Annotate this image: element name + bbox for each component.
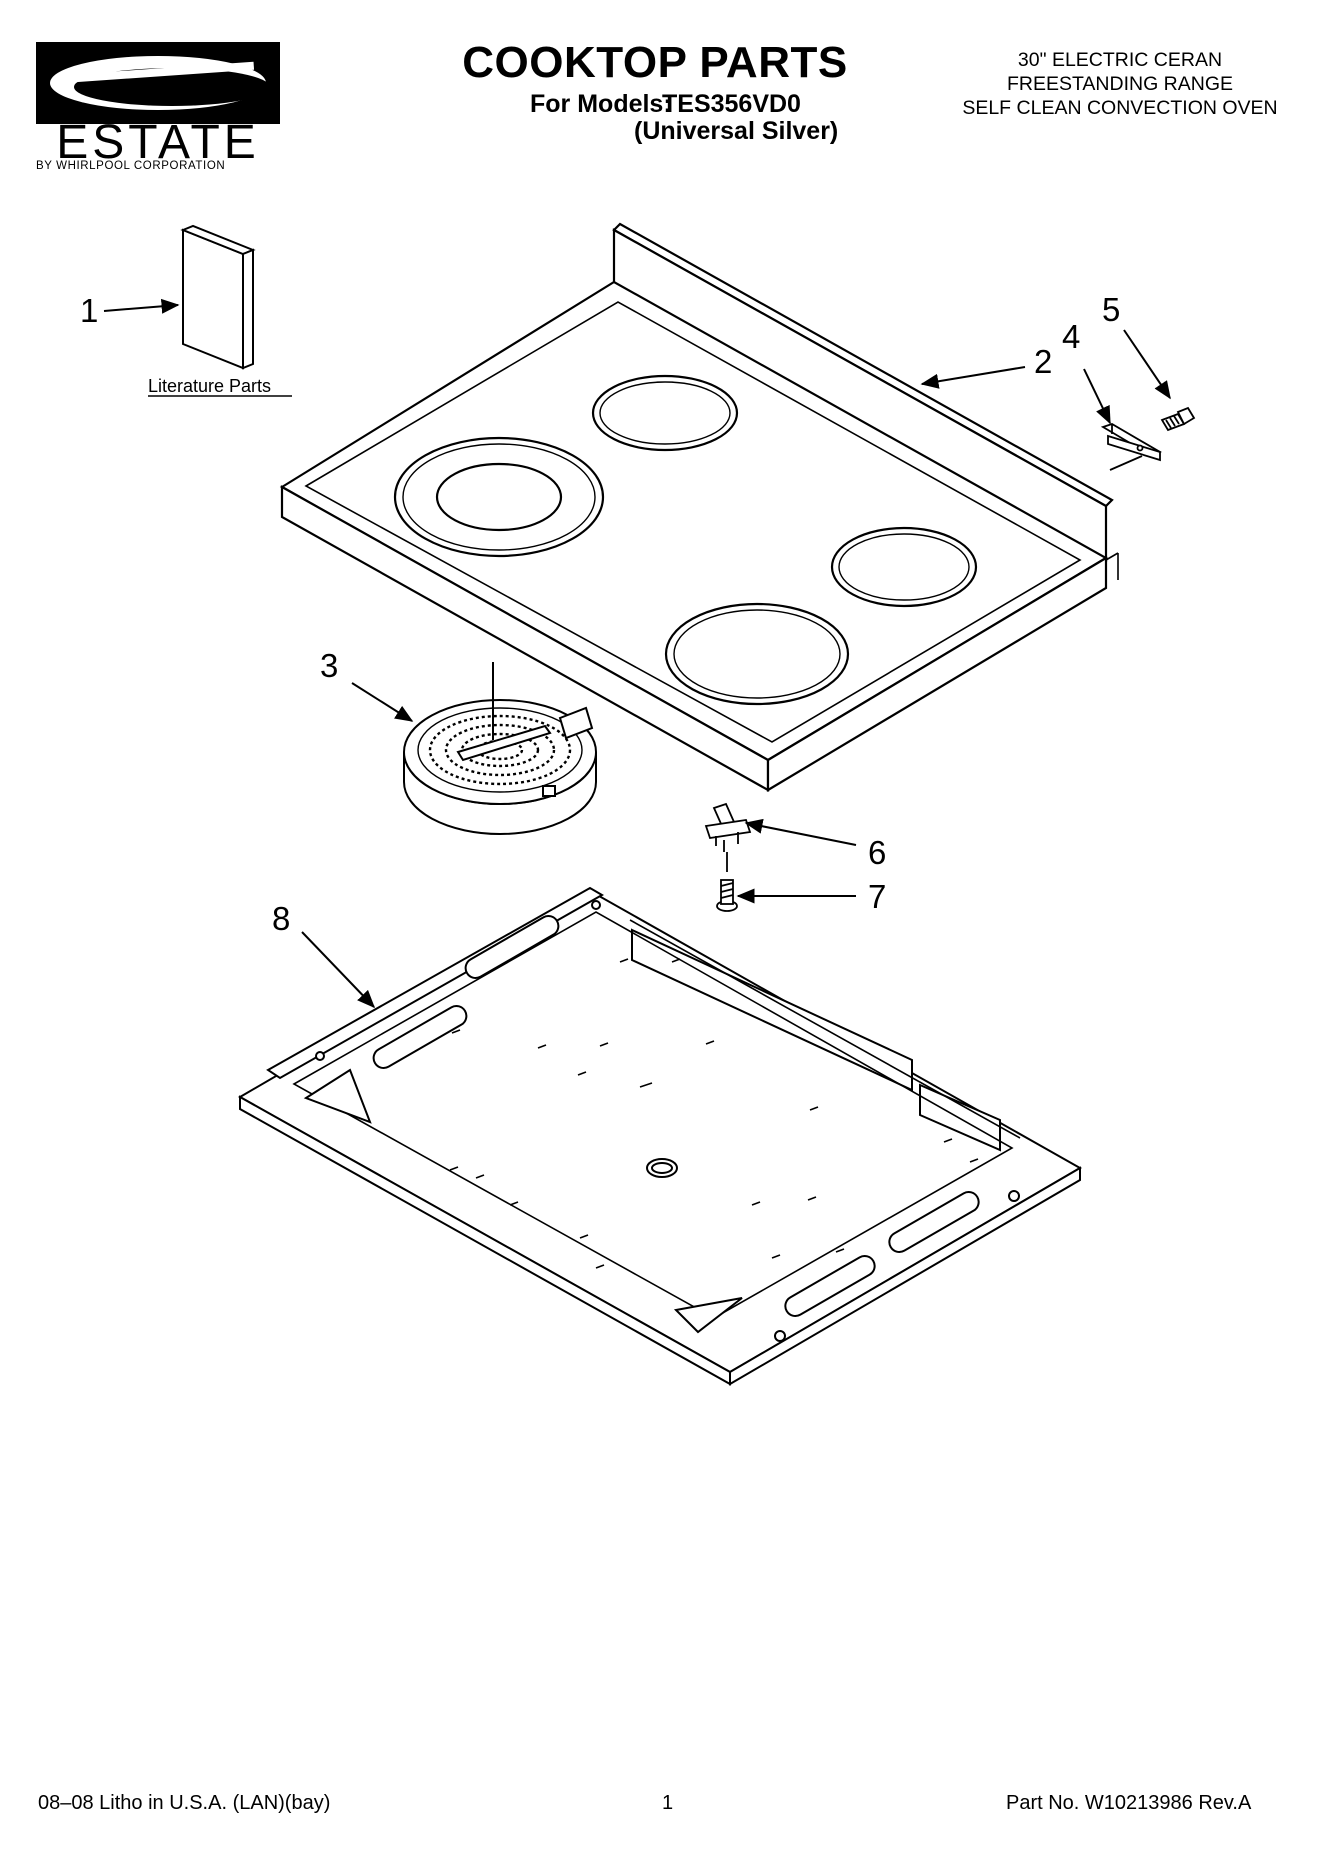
description-line-1: 30" ELECTRIC CERAN [1017,49,1223,71]
brand-subtitle: BY WHIRLPOOL CORPORATION [36,160,226,172]
callout-5: 5 [1102,291,1120,328]
burner-clip [704,802,752,852]
print-info: 08–08 Litho in U.S.A. (LAN)(bay) [38,1792,331,1814]
leader-8 [301,931,376,1009]
literature-parts-booklet [180,224,256,370]
clip-screw [716,852,738,912]
cooktop-bracket [1100,423,1162,471]
leader-2 [920,366,1026,389]
leader-4 [1083,368,1111,425]
estate-logo: ESTATE [36,42,280,169]
product-description: 30" ELECTRIC CERAN FREESTANDING RANGE SE… [920,48,1320,120]
brand-wordmark: ESTATE [56,116,260,169]
radiant-surface-element [403,662,597,835]
models-label: For Models: [530,90,672,118]
model-color: (Universal Silver) [634,117,839,145]
callout-1: 1 [80,292,98,329]
callout-3: 3 [320,647,338,684]
page-number: 1 [662,1792,674,1814]
cooktop-support-tray [237,886,1083,1386]
callout-7: 7 [868,878,886,915]
ceramic-cooktop [279,222,1119,792]
leader-lines [103,298,1171,1009]
callout-8: 8 [272,900,290,937]
part-number: Part No. W10213986 Rev.A [1006,1792,1252,1814]
literature-parts-label: Literature Parts [148,376,271,396]
callout-2: 2 [1034,343,1052,380]
callout-4: 4 [1062,318,1080,355]
leader-6 [744,818,857,846]
cooktop-screw [1160,406,1196,432]
model-number: TES356VD0 [662,90,801,118]
callout-6: 6 [868,834,886,871]
description-line-3: SELF CLEAN CONVECTION OVEN [962,97,1278,119]
leader-1 [103,298,180,314]
leader-5 [1123,329,1171,400]
page-title: COOKTOP PARTS [462,38,848,87]
leader-3 [351,682,414,722]
description-line-2: FREESTANDING RANGE [1006,73,1234,95]
